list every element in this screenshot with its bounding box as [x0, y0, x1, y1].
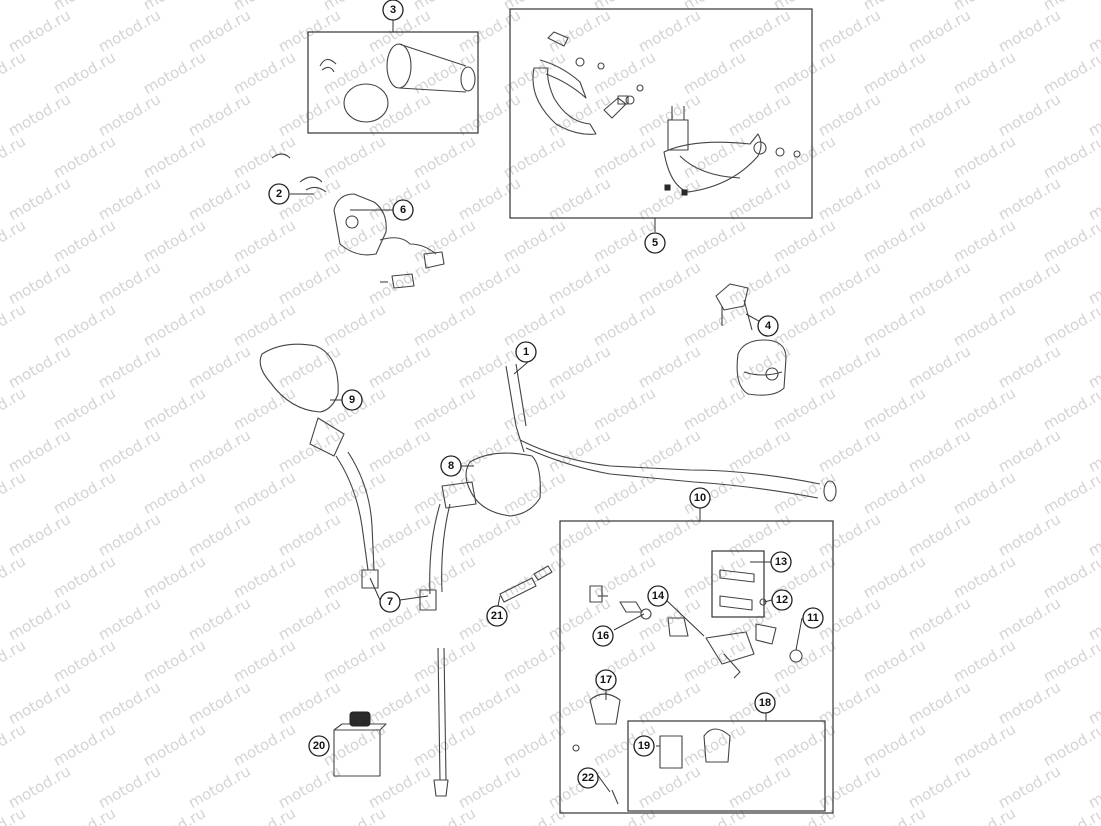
group-box-13	[711, 550, 765, 618]
part-handguard-kit	[532, 31, 801, 196]
callout-label-1: 1	[523, 346, 529, 358]
group-box-5	[509, 8, 813, 219]
callout-5: 5	[644, 232, 666, 254]
part-handlebar	[505, 363, 837, 502]
callout-9: 9	[341, 389, 363, 411]
part-left-switch	[333, 193, 445, 289]
callout-10: 10	[689, 487, 711, 509]
callout-label-5: 5	[652, 237, 658, 249]
callout-13: 13	[770, 551, 792, 573]
callout-label-8: 8	[448, 460, 454, 472]
callout-label-20: 21	[491, 610, 503, 622]
callout-22: 22	[577, 767, 599, 789]
group-box-18	[627, 720, 826, 812]
callout-label-21: 20	[313, 740, 325, 752]
callout-21: 20	[308, 735, 330, 757]
callout-18: 18	[754, 692, 776, 714]
callout-label-19: 19	[638, 740, 650, 752]
callout-label-22: 22	[582, 772, 594, 784]
callout-label-3: 3	[390, 4, 396, 16]
part-brake-fluid-bottle	[333, 711, 387, 777]
callout-4: 4	[757, 315, 779, 337]
callout-7: 7	[379, 591, 401, 613]
callout-1: 1	[515, 341, 537, 363]
part-mirror-right	[419, 452, 541, 611]
callout-label-10: 10	[694, 492, 706, 504]
part-brake-hose-fitting	[499, 565, 553, 603]
callout-label-11: 11	[807, 612, 819, 624]
part-right-switch	[715, 283, 787, 396]
callout-label-13: 13	[775, 556, 787, 568]
leader-lines	[290, 20, 803, 793]
callout-label-16: 16	[597, 630, 609, 642]
callout-17: 17	[595, 669, 617, 691]
part-mirror-left	[259, 343, 379, 589]
callout-8: 8	[440, 455, 462, 477]
callout-label-6: 6	[400, 204, 406, 216]
group-box-10	[559, 520, 834, 814]
callout-label-9: 9	[349, 394, 355, 406]
callout-16: 16	[592, 625, 614, 647]
part-clamp-rings	[271, 153, 327, 193]
part-clutch-cable	[433, 647, 449, 797]
callout-12: 12	[771, 589, 793, 611]
callout-2: 2	[268, 183, 290, 205]
callout-6: 6	[392, 199, 414, 221]
callout-19: 19	[633, 735, 655, 757]
callout-20: 21	[486, 605, 508, 627]
callout-label-17: 17	[600, 674, 612, 686]
callout-label-14: 14	[652, 590, 665, 602]
callout-11: 11	[802, 607, 824, 629]
callout-label-4: 4	[765, 320, 772, 332]
callout-label-2: 2	[276, 188, 282, 200]
callout-14: 14	[647, 585, 669, 607]
callout-label-7: 7	[387, 596, 393, 608]
part-master-cylinder-kit	[572, 569, 803, 805]
part-grip-set	[319, 43, 476, 123]
callout-label-18: 18	[759, 697, 771, 709]
callout-3: 3	[382, 0, 404, 21]
callout-label-12: 12	[776, 594, 788, 606]
